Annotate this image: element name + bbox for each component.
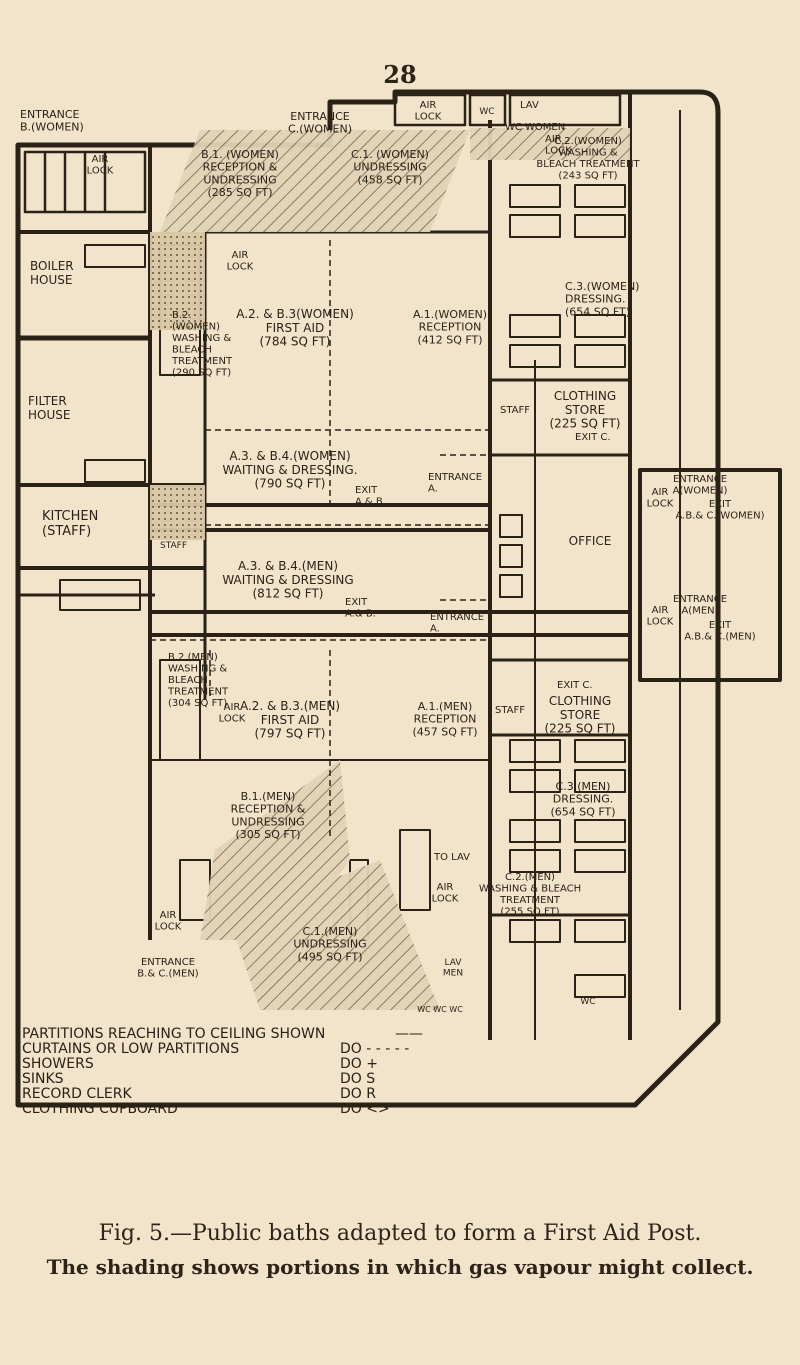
label-a2b3-women: A.2. & B.3(WOMEN)FIRST AID(784 SQ FT) <box>236 307 354 349</box>
shade-b1-women <box>160 130 320 232</box>
legend-mark: DO <> <box>340 1101 390 1117</box>
shade-c1-men <box>230 860 440 1010</box>
label-a1-women: A.1.(WOMEN)RECEPTION(412 SQ FT) <box>413 308 487 346</box>
legend: PARTITIONS REACHING TO CEILING SHOWN —— CU… <box>22 1026 423 1117</box>
shade-c1-women <box>300 130 470 232</box>
label-staff-left: STAFF <box>160 541 187 551</box>
legend-mark: —— <box>395 1026 423 1042</box>
label-wc-women-top: WC WOMEN <box>505 122 565 133</box>
label-b1-women: B.1. (WOMEN)RECEPTION &UNDRESSING(285 SQ… <box>201 148 279 199</box>
shade-boiler-stipple <box>150 232 205 330</box>
label-c3-men: C.3.(MEN)DRESSING.(654 SQ FT) <box>550 780 615 818</box>
label-lav-top: LAV <box>520 100 539 111</box>
legend-label: PARTITIONS REACHING TO CEILING SHOWN <box>22 1026 325 1042</box>
label-exit-c-women: EXIT C. <box>575 432 611 443</box>
shade-c2-women-air <box>470 128 630 160</box>
shade-kitchen-stipple <box>150 485 205 540</box>
curtains <box>150 240 490 840</box>
label-to-lav: TO LAV <box>433 852 470 863</box>
label-a1-men: A.1.(MEN)RECEPTION(457 SQ FT) <box>412 700 477 738</box>
legend-label: SINKS <box>22 1071 64 1087</box>
label-c1-women: C.1. (WOMEN)UNDRESSING(458 SQ FT) <box>351 148 429 186</box>
label-wc-men: WC <box>580 997 595 1007</box>
label-a3b4-men: A.3. & B.4.(MEN)WAITING & DRESSING(812 S… <box>222 559 353 601</box>
label-wc-top: WC <box>479 107 494 117</box>
label-office: OFFICE <box>569 534 612 548</box>
legend-mark: DO - - - - - <box>340 1041 409 1057</box>
label-staff-women: STAFF <box>500 405 530 416</box>
label-wc-row: WC WC WC <box>417 1005 463 1014</box>
label-c2-women: C.2.(WOMEN)WASHING &BLEACH TREATMENT(243… <box>536 136 640 182</box>
label-kitchen: KITCHEN(STAFF) <box>42 509 98 539</box>
legend-label: RECORD CLERK <box>22 1086 132 1102</box>
legend-label: SHOWERS <box>22 1056 94 1072</box>
legend-mark: DO S <box>340 1071 375 1087</box>
label-a2b3-men: A.2. & B.3.(MEN)FIRST AID(797 SQ FT) <box>240 699 340 741</box>
figure-note: The shading shows portions in which gas … <box>46 1255 754 1279</box>
label-exit-c-men: EXIT C. <box>557 680 593 691</box>
label-b1-men: B.1.(MEN)RECEPTION &UNDRESSING(305 SQ FT… <box>231 790 306 841</box>
east-annex <box>638 468 782 682</box>
legend-mark: DO R <box>340 1086 376 1102</box>
gas-vapour-shading <box>150 128 630 1010</box>
label-staff-men: STAFF <box>495 705 525 716</box>
legend-label: CLOTHING CUPBOARD <box>22 1101 178 1117</box>
figure-caption: Fig. 5.—Public baths adapted to form a F… <box>98 1221 702 1246</box>
label-a3b4-women: A.3. & B.4.(WOMEN)WAITING & DRESSING.(79… <box>222 449 357 491</box>
page-number: 28 <box>383 60 417 89</box>
label-c3-women: C.3.(WOMEN)DRESSING.(654 SQ FT) <box>565 280 639 318</box>
label-c1-men: C.1.(MEN)UNDRESSING(495 SQ FT) <box>293 925 366 963</box>
walls <box>15 89 782 1108</box>
legend-mark: DO + <box>340 1056 378 1072</box>
legend-label: CURTAINS OR LOW PARTITIONS <box>22 1041 239 1057</box>
